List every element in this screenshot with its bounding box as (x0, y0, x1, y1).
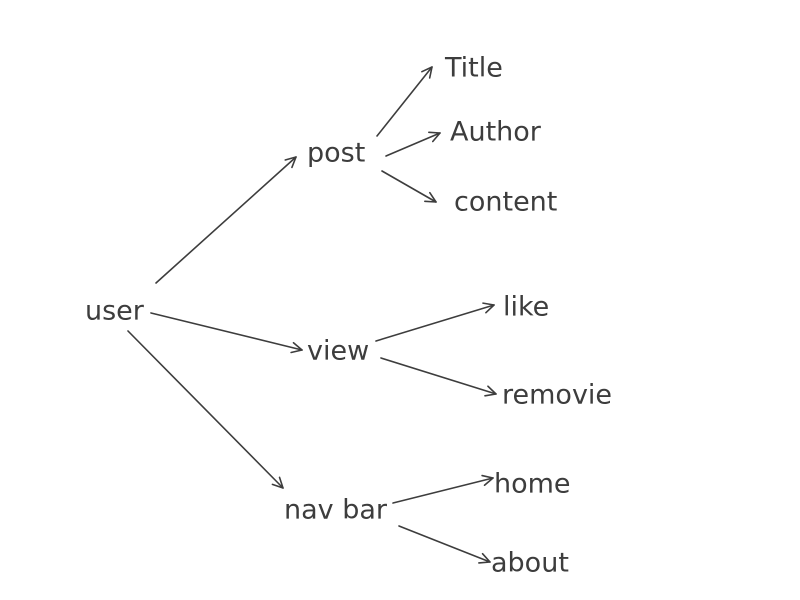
edge-view-like (375, 302, 495, 342)
edge-post-title (376, 66, 433, 137)
edge-view-removie (380, 357, 497, 397)
edge-user-navbar (127, 330, 284, 489)
node-user: user (85, 295, 144, 327)
node-like: like (503, 291, 550, 323)
node-author: Author (450, 116, 541, 148)
edge-user-post (155, 156, 297, 284)
node-content: content (454, 186, 558, 218)
edge-navbar-home (392, 474, 494, 504)
node-view: view (307, 335, 370, 367)
edge-post-author (385, 131, 441, 157)
node-nav-bar: nav bar (284, 494, 388, 526)
node-post: post (307, 137, 366, 169)
edge-post-content (381, 170, 437, 203)
node-title: Title (445, 52, 503, 84)
node-about: about (491, 547, 569, 579)
edge-user-view (150, 312, 303, 354)
node-removie: removie (502, 379, 613, 411)
edge-navbar-about (398, 525, 491, 564)
node-home: home (494, 468, 571, 500)
